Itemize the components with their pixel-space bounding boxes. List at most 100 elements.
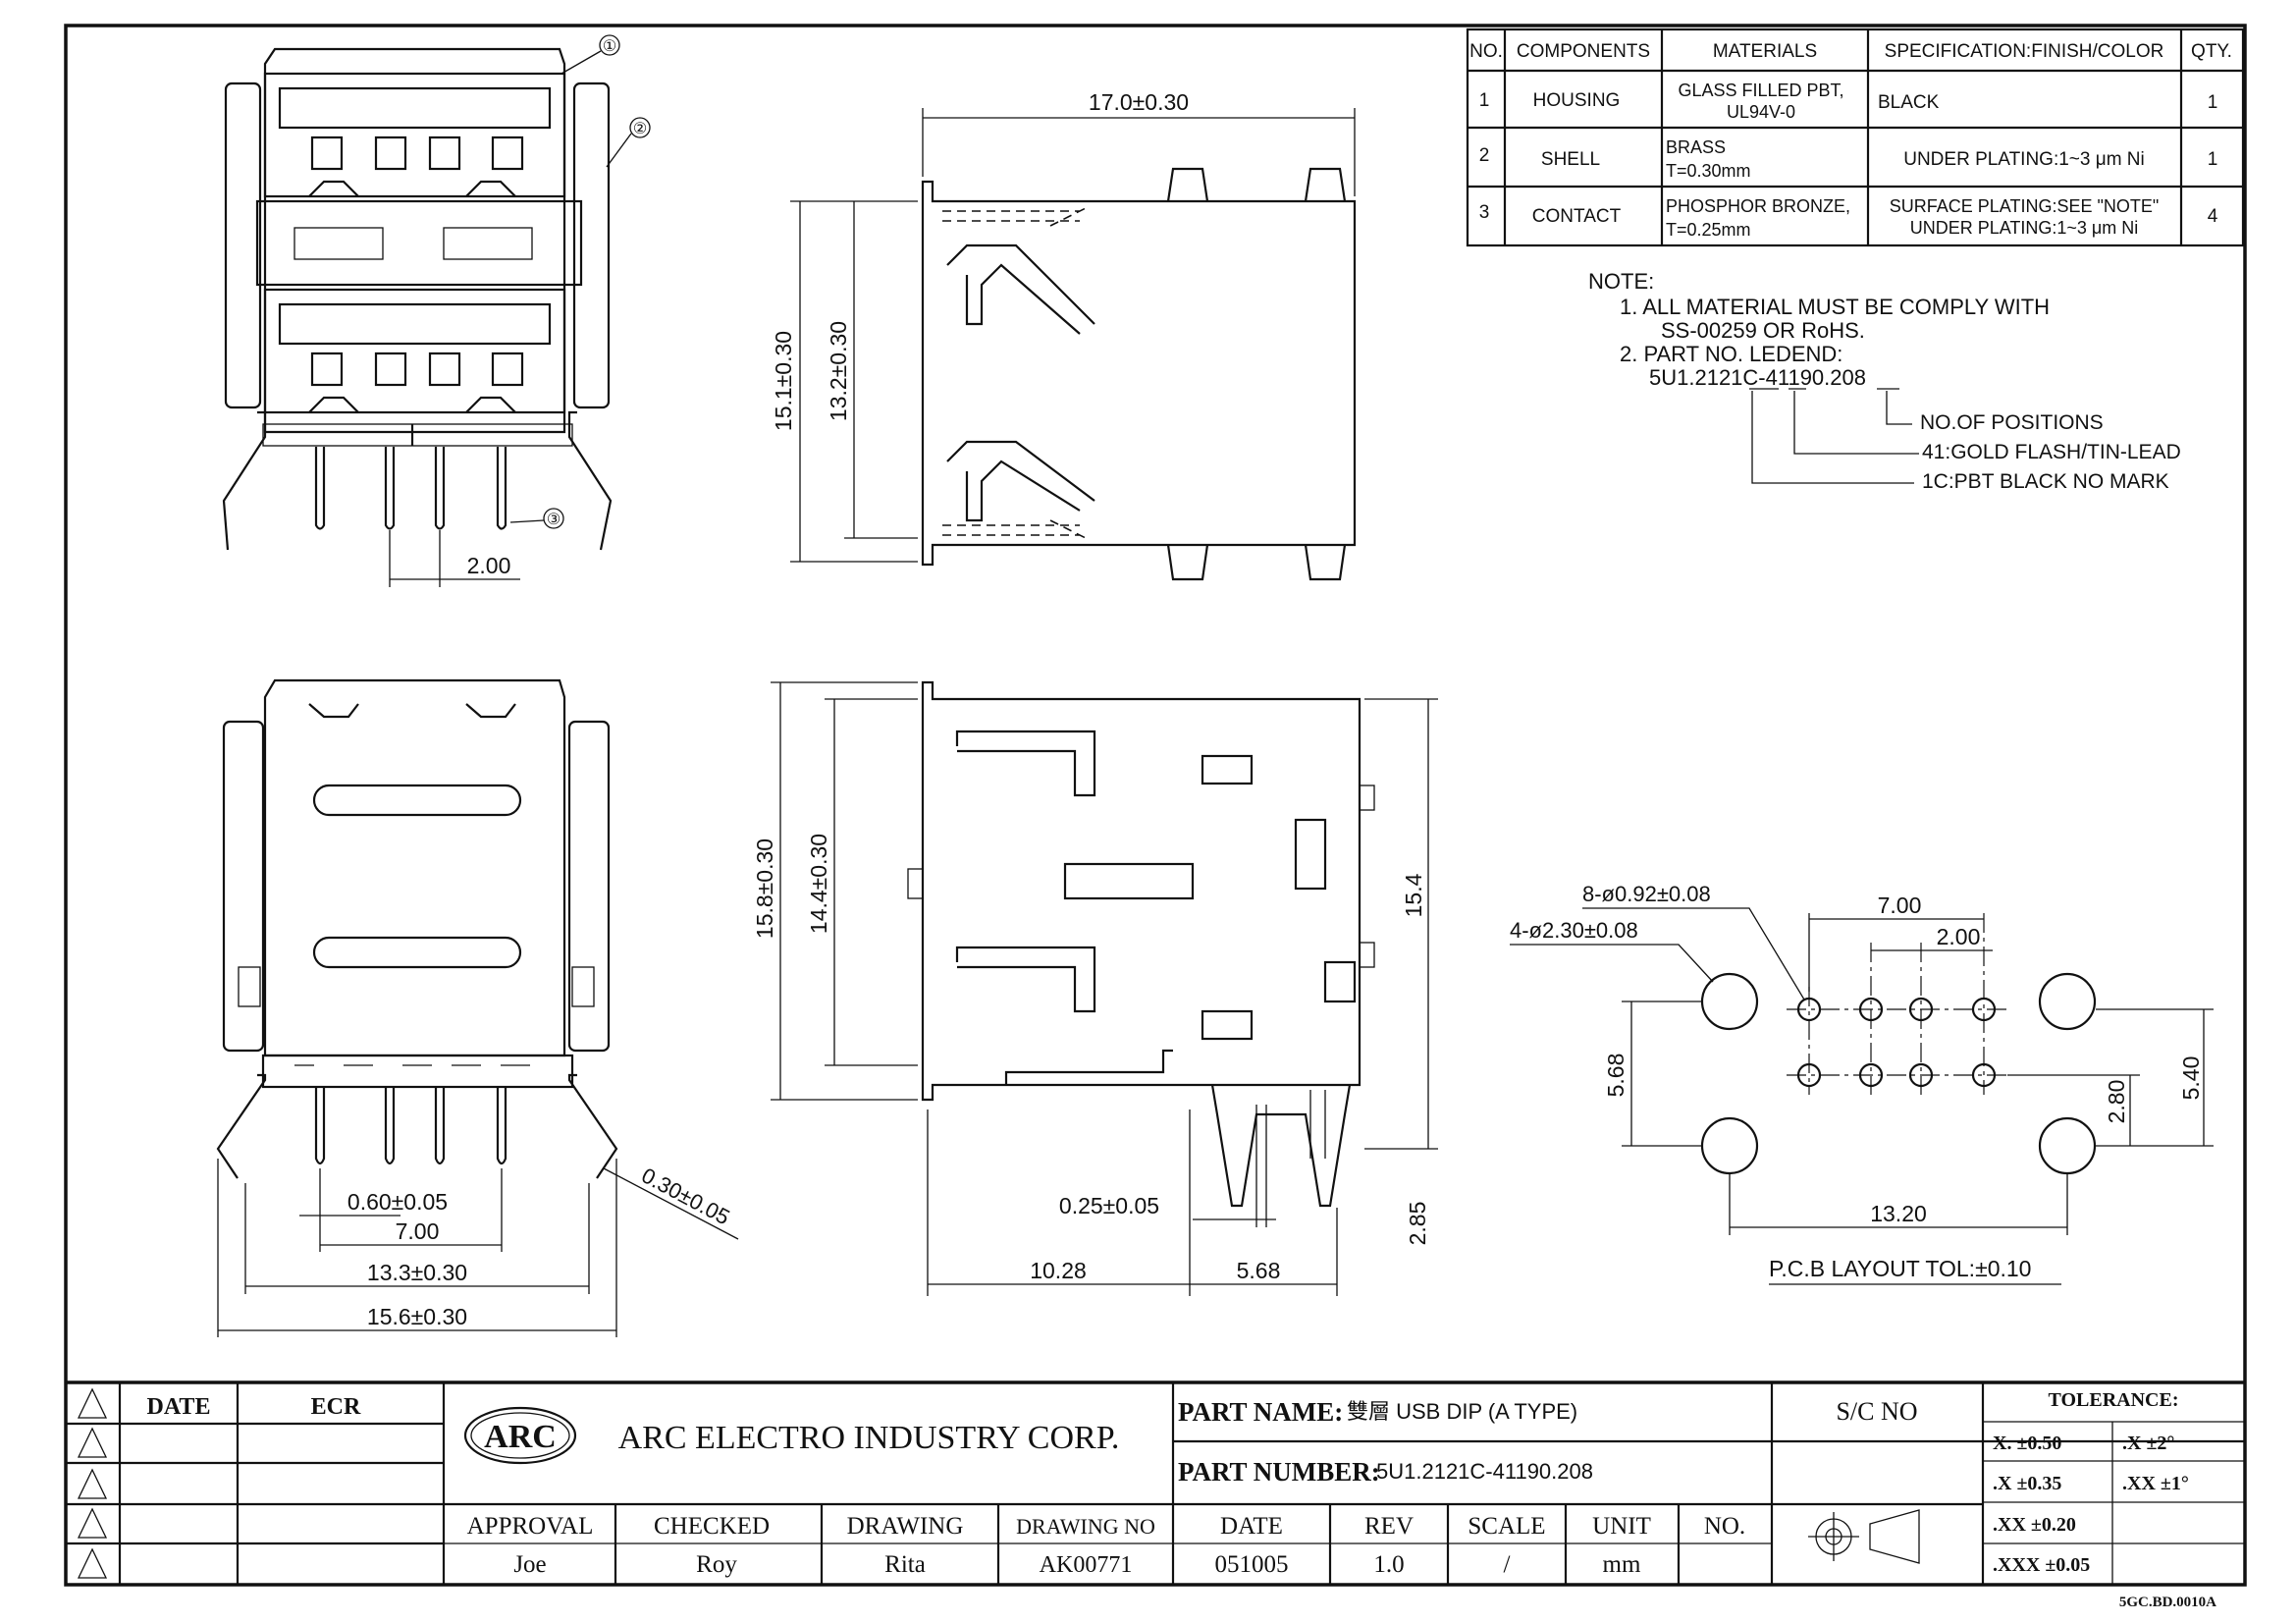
dim-bottom-568: 5.68 [1237,1258,1281,1283]
bom-row2-material: BRASS [1666,137,1726,157]
no-label: NO. [1704,1513,1745,1540]
scale-value: / [1504,1551,1511,1578]
rev-value: 1.0 [1373,1551,1404,1578]
bom-row2-no: 2 [1479,145,1490,166]
tolerance-1: X. ±0.50 [1993,1433,2061,1454]
dim-rear-width-133: 13.3±0.30 [367,1260,467,1285]
form-code: 5GC.BD.0010A [2119,1595,2216,1610]
bom-row1-material-2: UL94V-0 [1727,102,1795,122]
pcb-layout: 7.00 2.00 8-ø0.92±0.08 4-ø2.30±0.08 5.68… [1510,882,2214,1285]
notes-line-1: 1. ALL MATERIAL MUST BE COMPLY WITH [1620,295,2050,319]
checked-label: CHECKED [654,1513,770,1540]
bom-row1-qty: 1 [2208,92,2218,113]
checked-value: Roy [696,1551,737,1578]
bom-row1-no: 1 [1479,90,1490,111]
unit-label: UNIT [1592,1513,1651,1540]
dim-bottom-285: 2.85 [1405,1202,1430,1246]
bom-row3-spec: SURFACE PLATING:SEE "NOTE" [1890,196,2160,216]
dim-side-width: 17.0±0.30 [1089,89,1189,115]
callout-3: ③ [547,512,561,528]
tolerance-5: .XX ±0.20 [1993,1514,2076,1536]
company-name: ARC ELECTRO INDUSTRY CORP. [618,1420,1120,1456]
dim-bottom-height-inner: 14.4±0.30 [806,834,831,934]
pcb-caption: P.C.B LAYOUT TOL:±0.10 [1769,1256,2031,1281]
bom-row3-qty: 4 [2208,206,2218,227]
bom-row2-component: SHELL [1541,149,1600,170]
callout-2: ② [633,121,647,137]
bom-row1-component: HOUSING [1533,90,1621,111]
bom-header-qty: QTY. [2191,41,2232,62]
pcb-dim-568: 5.68 [1603,1054,1629,1098]
dim-bottom-height-right: 15.4 [1401,873,1426,917]
sheet-border [64,24,2247,1587]
bom-row1-material: GLASS FILLED PBT, [1678,81,1843,100]
part-name-label: PART NAME: [1178,1397,1343,1427]
rev-header-date: DATE [147,1394,211,1420]
tolerance-6: .XXX ±0.05 [1993,1554,2090,1576]
dim-rear-span: 7.00 [396,1218,440,1244]
dim-bottom-1028: 10.28 [1030,1258,1087,1283]
notes-line-3: 2. PART NO. LEDEND: [1620,342,1842,366]
pcb-dim-540: 5.40 [2178,1056,2204,1101]
pcb-dim-1320: 13.20 [1870,1201,1927,1226]
projection-symbol-icon [1808,1509,1920,1564]
drawing-no-label: DRAWING NO [1016,1514,1155,1539]
tolerance-2: .X ±2° [2122,1433,2174,1454]
tolerance-3: .X ±0.35 [1993,1473,2061,1494]
rev-label: REV [1364,1513,1414,1540]
approval-label: APPROVAL [467,1513,594,1540]
part-number-value: 5U1.2121C-41190.208 [1376,1459,1593,1484]
unit-value: mm [1603,1551,1641,1578]
bom-header-no: NO. [1469,41,1503,62]
bom-row2-spec: UNDER PLATING:1~3 μm Ni [1903,149,2145,170]
dim-side-height-outer: 15.1±0.30 [771,331,796,431]
dim-bottom-pin: 0.25±0.05 [1059,1193,1159,1218]
title-block: DATE ECR ARC ARC ELECTRO INDUSTRY CORP. … [66,1380,2245,1585]
drawing-no-value: AK00771 [1040,1552,1133,1578]
legend-positions: NO.OF POSITIONS [1920,411,2104,434]
bom-header-components: COMPONENTS [1517,41,1650,62]
pcb-small-holes: 8-ø0.92±0.08 [1582,882,1711,906]
bom-table: NO. COMPONENTS MATERIALS SPECIFICATION:F… [1466,27,2245,247]
bom-row3-material: PHOSPHOR BRONZE, [1666,196,1850,216]
date-label: DATE [1220,1513,1283,1540]
legend-housing: 1C:PBT BLACK NO MARK [1922,470,2169,493]
dim-rear-thickness: 0.30±0.05 [638,1163,734,1229]
bom-row3-no: 3 [1479,202,1490,223]
part-number-label: PART NUMBER: [1178,1457,1380,1487]
rev-header-ecr: ECR [311,1394,361,1420]
company-logo: ARC [484,1419,557,1455]
dim-rear-width-156: 15.6±0.30 [367,1304,467,1329]
tolerance-4: .XX ±1° [2122,1473,2189,1494]
bom-row3-material-2: T=0.25mm [1666,220,1751,240]
pcb-dim-200: 2.00 [1937,924,1981,949]
notes-part-code: 5U1.2121C-41190.208 [1649,365,1866,390]
bottom-view: 15.8±0.30 14.4±0.30 15.4 0.25±0.05 10.28… [752,680,1438,1296]
dim-side-height-inner: 13.2±0.30 [826,321,851,421]
scale-label: SCALE [1468,1513,1545,1540]
notes-block: NOTE: 1. ALL MATERIAL MUST BE COMPLY WIT… [1588,269,2181,493]
callout-1: ① [603,38,616,55]
approval-value: Joe [513,1551,546,1578]
pcb-dim-280: 2.80 [2104,1080,2129,1124]
dim-bottom-height-outer: 15.8±0.30 [752,839,777,939]
notes-line-2: SS-00259 OR RoHS. [1661,318,1865,343]
bom-row1-spec: BLACK [1878,92,1940,113]
drawing-value: Rita [884,1551,926,1578]
rear-view: 0.60±0.05 7.00 13.3±0.30 15.6±0.30 0.30±… [216,678,739,1337]
side-view: 17.0±0.30 15.1±0.30 13.2±0.30 [771,89,1357,581]
sc-no-label: S/C NO [1836,1397,1917,1426]
part-name-value: 雙層 USB DIP (A TYPE) [1347,1399,1577,1424]
bom-row3-component: CONTACT [1532,206,1622,227]
dim-front-pitch: 2.00 [467,553,511,578]
bom-header-spec: SPECIFICATION:FINISH/COLOR [1885,41,2164,62]
date-value: 051005 [1215,1551,1289,1578]
bom-row3-spec-2: UNDER PLATING:1~3 μm Ni [1910,218,2139,238]
drawing-label: DRAWING [847,1513,964,1540]
bom-row2-material-2: T=0.30mm [1666,161,1751,181]
front-view: ① ② ③ 2.00 [222,34,651,587]
notes-title: NOTE: [1588,269,1654,294]
tolerance-label: TOLERANCE: [2049,1389,2179,1411]
pcb-large-holes: 4-ø2.30±0.08 [1510,918,1638,943]
